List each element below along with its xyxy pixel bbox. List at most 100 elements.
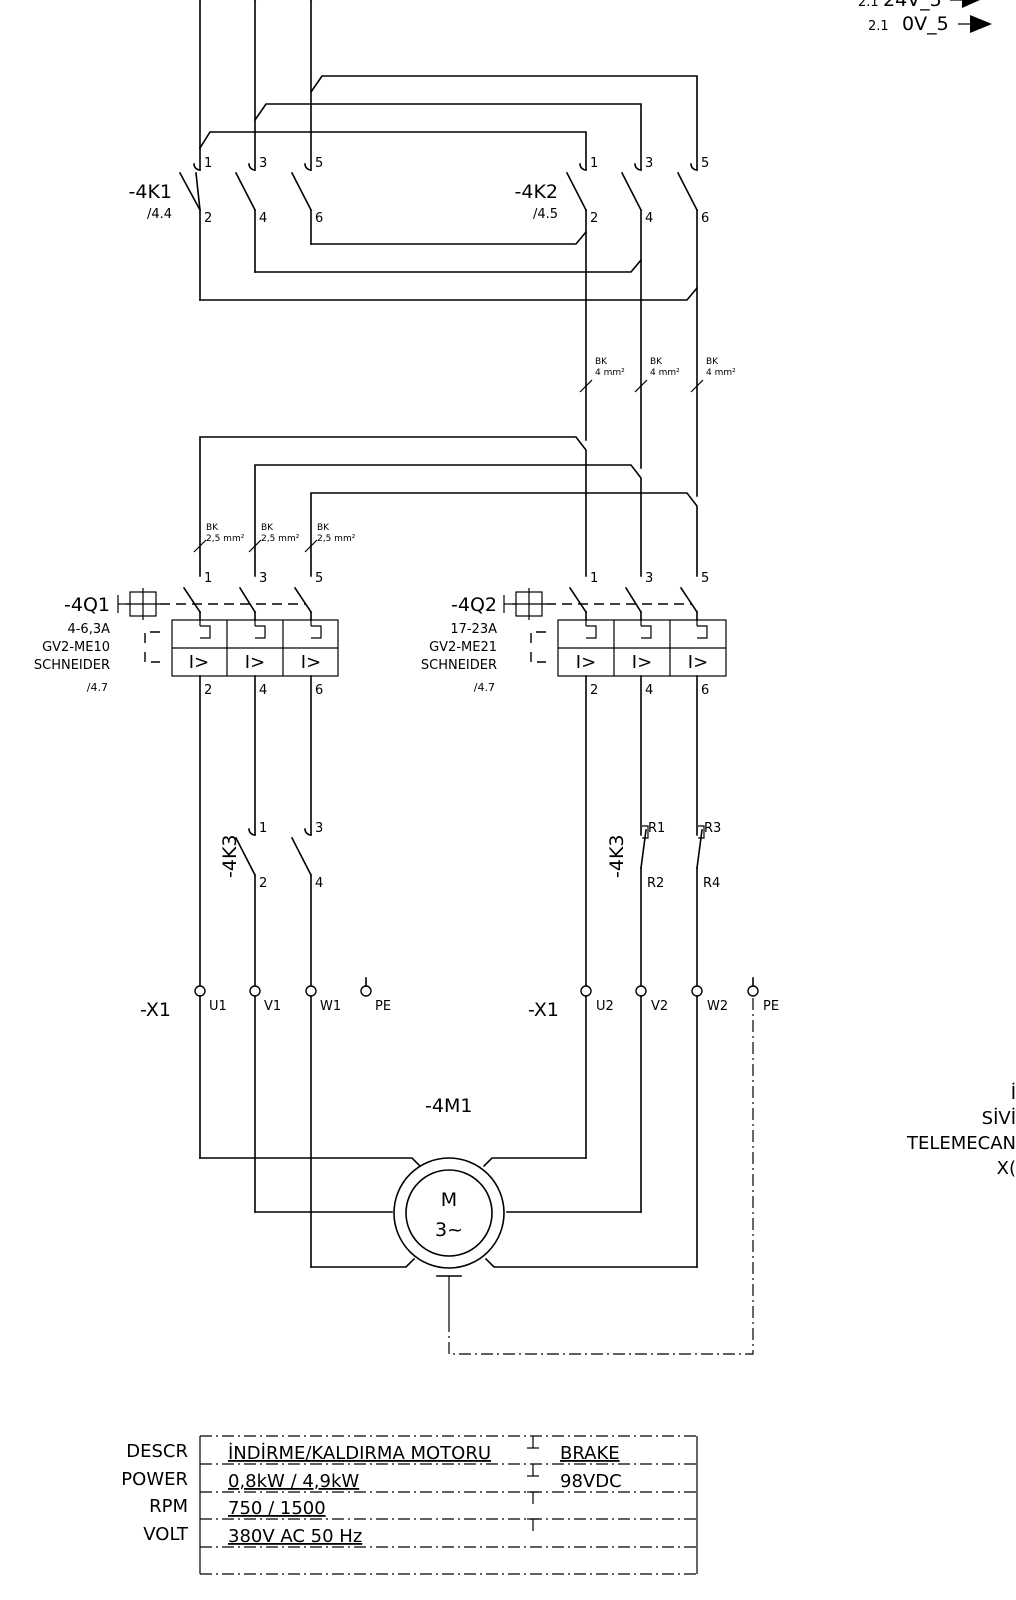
handle-icon [503,588,546,620]
k2-feed-wiring [198,75,698,171]
contactor-ref: /4.4 [147,207,172,222]
svg-text:3: 3 [645,571,653,586]
svg-text:1: 1 [259,821,267,836]
svg-text:2,5 mm²: 2,5 mm² [317,534,356,544]
svg-text:VOLT: VOLT [143,1524,189,1545]
svg-text:2,5 mm²: 2,5 mm² [206,534,245,544]
contactor-tag: -4K3 [219,835,241,879]
svg-text:BK: BK [261,523,274,533]
arrow-right-icon [962,0,980,8]
svg-text:1: 1 [590,156,598,171]
contactor-4k3-no: 1 3 2 4 -4K3 [219,821,323,891]
svg-text:6: 6 [701,211,709,226]
breaker-maker: SCHNEIDER [34,658,110,673]
svg-text:DESCR: DESCR [126,1441,188,1462]
reversing-wiring [199,209,699,497]
terminal-tag: -X1 [140,999,171,1021]
contactor-4k3-nc: R1 R3 R2 R4 -4K3 [606,821,721,891]
svg-text:İ: İ [1011,1083,1016,1104]
breaker-4q2: 1 3 5 I> I> I> 2 4 6 -4Q [421,571,727,698]
svg-text:POWER: POWER [121,1469,188,1490]
svg-text:5: 5 [315,156,323,171]
svg-text:BK: BK [706,357,719,367]
breaker-model: GV2-ME21 [429,640,497,655]
svg-text:3: 3 [315,821,323,836]
motor-wiring [199,995,698,1268]
breaker-tag: -4Q2 [451,594,497,616]
svg-text:4: 4 [645,211,653,226]
contactor-tag: -4K1 [129,181,173,203]
svg-text:İNDİRME/KALDIRMA MOTORU: İNDİRME/KALDIRMA MOTORU [228,1443,491,1464]
svg-text:SİVİ: SİVİ [982,1108,1016,1129]
spec-table: DESCR POWER RPM VOLT İNDİRME/KALDIRMA MO… [121,1435,698,1575]
wire-marks-2-5mm: BK 2,5 mm² BK 2,5 mm² BK 2,5 mm² [193,523,356,553]
svg-text:U2: U2 [596,999,614,1014]
svg-text:V1: V1 [264,999,281,1014]
svg-text:3: 3 [259,156,267,171]
contactor-4k2: 1 3 5 2 4 6 -4K2 /4.5 [515,156,710,226]
svg-text:BK: BK [206,523,219,533]
svg-text:5: 5 [701,571,709,586]
svg-text:R1: R1 [648,821,665,836]
svg-text:6: 6 [315,683,323,698]
contactor-4k1: 1 3 5 2 4 6 -4K1 /4.4 [129,147,323,301]
breaker-model: GV2-ME10 [42,640,110,655]
svg-text:R4: R4 [703,876,720,891]
svg-text:2,5 mm²: 2,5 mm² [261,534,300,544]
contactor-tag: -4K2 [515,181,559,203]
svg-text:R3: R3 [704,821,721,836]
offpage-ref-0v: 2.1 0V_5 [868,13,992,35]
offpage-signal-label: 0V_5 [902,13,949,35]
svg-text:2: 2 [590,211,598,226]
svg-text:5: 5 [315,571,323,586]
svg-text:U1: U1 [209,999,227,1014]
offpage-ref-number: 2.1 [868,19,889,34]
offpage-signal-label: 24V_5 [883,0,942,11]
svg-text:I>: I> [688,652,708,673]
svg-text:BRAKE: BRAKE [560,1443,620,1464]
svg-text:6: 6 [701,683,709,698]
svg-text:RPM: RPM [149,1496,188,1517]
svg-text:I>: I> [189,652,209,673]
q1-feed-wiring [199,436,698,577]
svg-text:W1: W1 [320,999,341,1014]
svg-text:3: 3 [645,156,653,171]
svg-text:V2: V2 [651,999,668,1014]
incoming-lines [198,0,313,171]
svg-text:2: 2 [259,876,267,891]
pe-connection [448,996,754,1355]
svg-text:BK: BK [317,523,330,533]
side-note: İ SİVİ TELEMECAN X( [906,1083,1016,1179]
svg-text:380V AC 50 Hz: 380V AC 50 Hz [228,1526,362,1547]
terminal-tag: -X1 [528,999,559,1021]
svg-text:PE: PE [763,999,779,1014]
breaker-range: 17-23A [450,622,497,637]
svg-text:750 / 1500: 750 / 1500 [228,1498,326,1519]
svg-text:2: 2 [204,683,212,698]
svg-text:PE: PE [375,999,391,1014]
contact-hook [193,163,201,171]
offpage-ref-24v: 2.1 24V_5 [858,0,980,11]
terminal-strip-left: -X1 U1 V1 W1 PE [140,977,391,1021]
breaker-tag: -4Q1 [64,594,110,616]
svg-text:1: 1 [204,156,212,171]
svg-text:4: 4 [645,683,653,698]
svg-text:4: 4 [315,876,323,891]
svg-text:R2: R2 [647,876,664,891]
svg-text:BK: BK [650,357,663,367]
wire-marks-4mm: BK 4 mm² BK 4 mm² BK 4 mm² [579,357,736,393]
svg-text:4: 4 [259,211,267,226]
svg-text:M: M [441,1189,457,1211]
svg-text:1: 1 [204,571,212,586]
svg-text:I>: I> [632,652,652,673]
offpage-ref-number: 2.1 [858,0,879,10]
svg-text:I>: I> [245,652,265,673]
svg-text:3~: 3~ [435,1219,463,1241]
breaker-range: 4-6,3A [67,622,110,637]
svg-text:W2: W2 [707,999,728,1014]
svg-text:4 mm²: 4 mm² [595,368,625,378]
breaker-ref: /4.7 [87,681,108,694]
svg-text:X(: X( [997,1158,1016,1179]
motor-tag: -4M1 [425,1095,472,1117]
